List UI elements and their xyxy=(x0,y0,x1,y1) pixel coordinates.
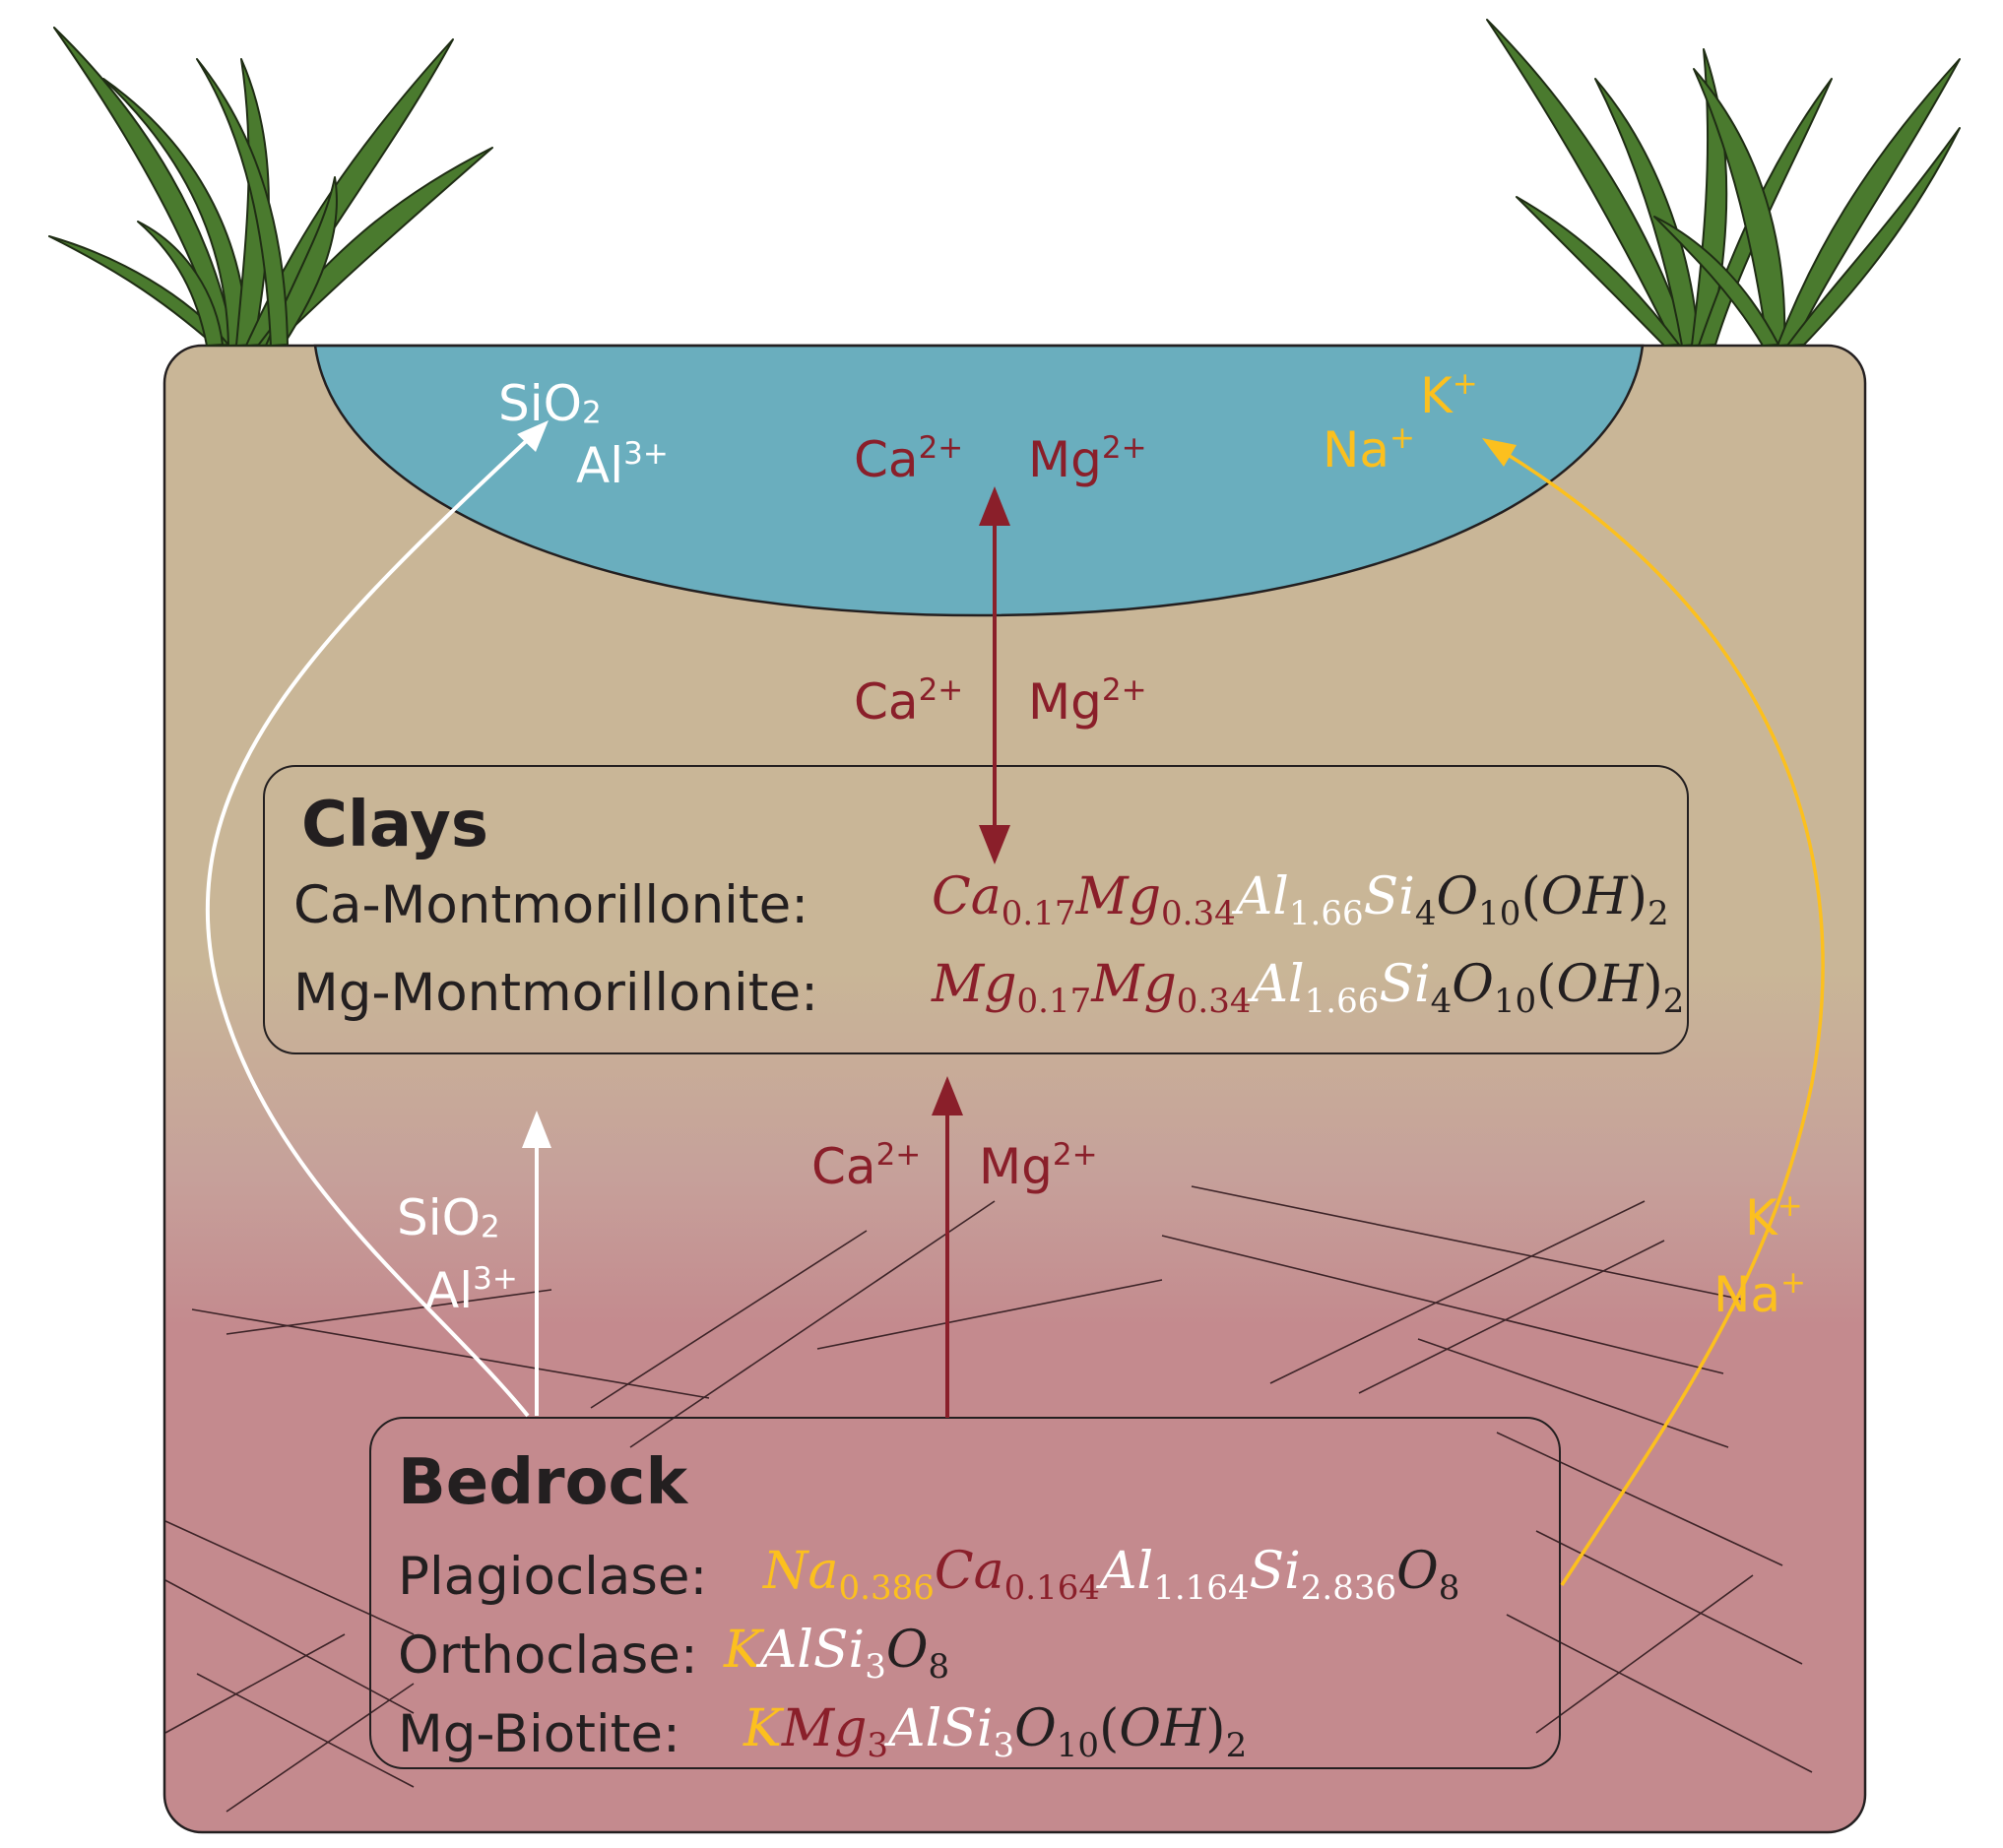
clays-box xyxy=(263,765,1689,1054)
flux-aluminium-label: Al3+ xyxy=(425,1260,518,1319)
grass-tuft-left-icon xyxy=(48,27,493,347)
bedrock-fractures xyxy=(164,1185,1813,1813)
bedrock-row-3-label: Mg-Biotite: xyxy=(398,1704,680,1764)
flux-sodium-label: Na+ xyxy=(1713,1264,1807,1323)
clays-formula-2-symbol-12: ) xyxy=(1643,955,1663,1014)
clays-formula-1-symbol-8: O xyxy=(1436,867,1479,926)
bedrock-formula-1-symbol-8: O xyxy=(1396,1542,1439,1601)
bedrock-formula-2-symbol-0: K xyxy=(724,1621,760,1680)
cation-exchange-up-arrowhead xyxy=(979,486,1010,526)
bedrock-formula-1-subscript-5: 1.164 xyxy=(1153,1567,1250,1608)
clays-formula-1-subscript-1: 0.17 xyxy=(1001,893,1076,933)
silica-aluminium-to-clays-arrowhead xyxy=(522,1111,551,1148)
alkali-to-water-arrowhead xyxy=(1482,438,1517,467)
bedrock-formula-1-symbol-2: Ca xyxy=(934,1542,1004,1601)
bedrock-row-1-formula: Na0.386Ca0.164Al1.164Si2.836O8 xyxy=(763,1546,1459,1605)
clays-row-2-label: Mg-Montmorillonite: xyxy=(293,963,819,1023)
bedrock-formula-1-subscript-7: 2.836 xyxy=(1300,1567,1397,1608)
clays-formula-2-subscript-3: 0.34 xyxy=(1176,981,1252,1021)
bedrock-formula-2-symbol-3: O xyxy=(885,1621,929,1680)
water-calcium-label: Ca2+ xyxy=(854,429,964,488)
flux-calcium-label: Ca2+ xyxy=(811,1136,922,1195)
clays-row-1-label: Ca-Montmorillonite: xyxy=(293,875,809,935)
clays-formula-1-subscript-3: 0.34 xyxy=(1161,893,1236,933)
bedrock-formula-3-subscript-2: 3 xyxy=(867,1725,889,1765)
exchange-calcium-label: Ca2+ xyxy=(854,671,964,731)
clays-formula-2-symbol-6: Si xyxy=(1379,955,1431,1014)
water-sodium-label: Na+ xyxy=(1323,419,1416,478)
bedrock-formula-1-symbol-0: Na xyxy=(763,1542,839,1601)
bedrock-title: Bedrock xyxy=(398,1446,688,1519)
clays-formula-1-symbol-0: Ca xyxy=(932,867,1002,926)
bedrock-row-2-formula: KAlSi3O8 xyxy=(724,1625,949,1684)
flux-potassium-label: K+ xyxy=(1745,1187,1803,1246)
bedrock-formula-3-symbol-3: AlSi xyxy=(888,1699,994,1758)
clays-row-2-formula: Mg0.17Mg0.34Al1.66Si4O10(OH)2 xyxy=(932,959,1684,1018)
clays-formula-2-subscript-1: 0.17 xyxy=(1016,981,1092,1021)
clays-formula-2-subscript-5: 1.66 xyxy=(1304,981,1380,1021)
alkali-to-water-arrow xyxy=(1501,449,1825,1586)
clays-formula-1-subscript-5: 1.66 xyxy=(1288,893,1364,933)
bedrock-formula-3-symbol-8: OH xyxy=(1119,1699,1206,1758)
clays-formula-1-symbol-10: ( xyxy=(1520,867,1541,926)
clays-formula-2-subscript-7: 4 xyxy=(1430,981,1453,1021)
surface-water xyxy=(313,344,1645,617)
clays-formula-2-symbol-10: ( xyxy=(1536,955,1557,1014)
bedrock-formula-1-symbol-4: Al xyxy=(1100,1542,1154,1601)
water-aluminium-label: Al3+ xyxy=(576,435,669,494)
clays-formula-1-subscript-9: 10 xyxy=(1478,893,1521,933)
water-silica-label: SiO2 xyxy=(498,375,602,432)
flux-magnesium-label: Mg2+ xyxy=(979,1136,1098,1195)
clays-formula-2-symbol-11: OH xyxy=(1556,955,1644,1014)
clays-formula-1-symbol-4: Al xyxy=(1235,867,1289,926)
bedrock-formula-3-subscript-10: 2 xyxy=(1225,1725,1248,1765)
clays-formula-2-subscript-9: 10 xyxy=(1493,981,1537,1021)
bedrock-formula-3-symbol-7: ( xyxy=(1099,1699,1120,1758)
clays-formula-1-symbol-12: ) xyxy=(1627,867,1648,926)
clays-row-1-formula: Ca0.17Mg0.34Al1.66Si4O10(OH)2 xyxy=(932,871,1669,930)
bedrock-formula-3-symbol-9: ) xyxy=(1205,1699,1226,1758)
bedrock-formula-3-symbol-1: Mg xyxy=(781,1699,868,1758)
bedrock-formula-1-subscript-1: 0.386 xyxy=(838,1567,935,1608)
flux-silica-label: SiO2 xyxy=(397,1189,500,1246)
soil-profile xyxy=(164,346,1865,1832)
clays-formula-1-subscript-13: 2 xyxy=(1648,893,1669,933)
bedrock-row-2-label: Orthoclase: xyxy=(398,1625,698,1686)
bedrock-row-3-formula: KMg3AlSi3O10(OH)2 xyxy=(743,1703,1247,1762)
clays-formula-2-symbol-4: Al xyxy=(1251,955,1305,1014)
bedrock-formula-3-subscript-6: 10 xyxy=(1056,1725,1100,1765)
bedrock-formula-3-symbol-5: O xyxy=(1014,1699,1057,1758)
cation-to-clays-arrowhead xyxy=(932,1076,963,1115)
bedrock-formula-1-subscript-9: 8 xyxy=(1438,1567,1460,1608)
clays-formula-1-symbol-6: Si xyxy=(1363,867,1415,926)
bedrock-formula-2-subscript-2: 3 xyxy=(865,1646,886,1687)
exchange-magnesium-label: Mg2+ xyxy=(1028,671,1147,731)
clays-formula-2-symbol-2: Mg xyxy=(1091,955,1177,1014)
water-potassium-label: K+ xyxy=(1420,365,1478,424)
bedrock-formula-1-subscript-3: 0.164 xyxy=(1003,1567,1100,1608)
water-magnesium-label: Mg2+ xyxy=(1028,429,1147,488)
grass-tuft-right-icon xyxy=(1486,19,1961,347)
clays-formula-1-symbol-11: OH xyxy=(1540,867,1628,926)
bedrock-formula-1-symbol-6: Si xyxy=(1249,1542,1301,1601)
cation-exchange-down-arrowhead xyxy=(979,825,1010,864)
silica-aluminium-to-water-arrowhead xyxy=(517,420,549,452)
bedrock-formula-3-symbol-0: K xyxy=(743,1699,782,1758)
bedrock-formula-2-symbol-1: AlSi xyxy=(759,1621,866,1680)
silica-aluminium-to-water-arrow xyxy=(205,429,539,1418)
bedrock-formula-3-subscript-4: 3 xyxy=(993,1725,1015,1765)
clays-formula-2-subscript-13: 2 xyxy=(1662,981,1685,1021)
clays-formula-2-symbol-0: Mg xyxy=(932,955,1017,1014)
bedrock-row-1-label: Plagioclase: xyxy=(398,1547,708,1607)
bedrock-formula-2-subscript-4: 8 xyxy=(928,1646,950,1687)
clays-title: Clays xyxy=(301,789,488,861)
bedrock-box xyxy=(369,1417,1561,1769)
clays-formula-1-subscript-7: 4 xyxy=(1414,893,1437,933)
clays-formula-1-symbol-2: Mg xyxy=(1075,867,1162,926)
clays-formula-2-symbol-8: O xyxy=(1452,955,1494,1014)
